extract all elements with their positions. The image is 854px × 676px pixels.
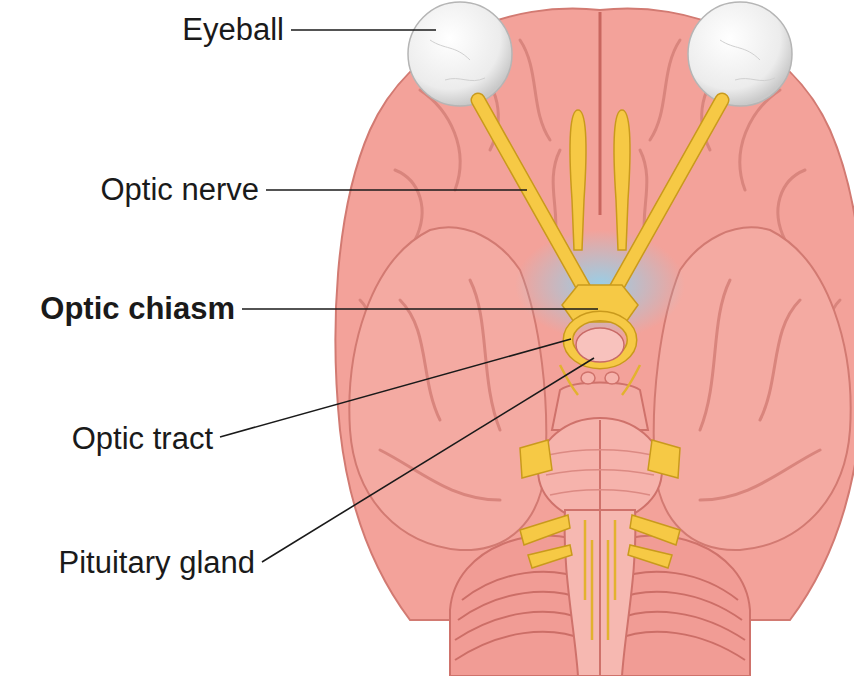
optic-pathway: [478, 100, 722, 364]
cranial-nerves: [520, 365, 680, 640]
part-label: Optic nerve: [100, 171, 259, 208]
eyeballs: [408, 2, 792, 106]
part-label: Eyeball: [182, 11, 284, 48]
part-label: Optic tract: [72, 420, 213, 457]
part-label: Optic chiasm: [40, 290, 235, 327]
part-label: Pituitary gland: [59, 544, 255, 581]
leader-lines: [220, 30, 598, 562]
olfactory-bulbs: [570, 110, 630, 250]
chiasm-glow: [515, 230, 685, 340]
